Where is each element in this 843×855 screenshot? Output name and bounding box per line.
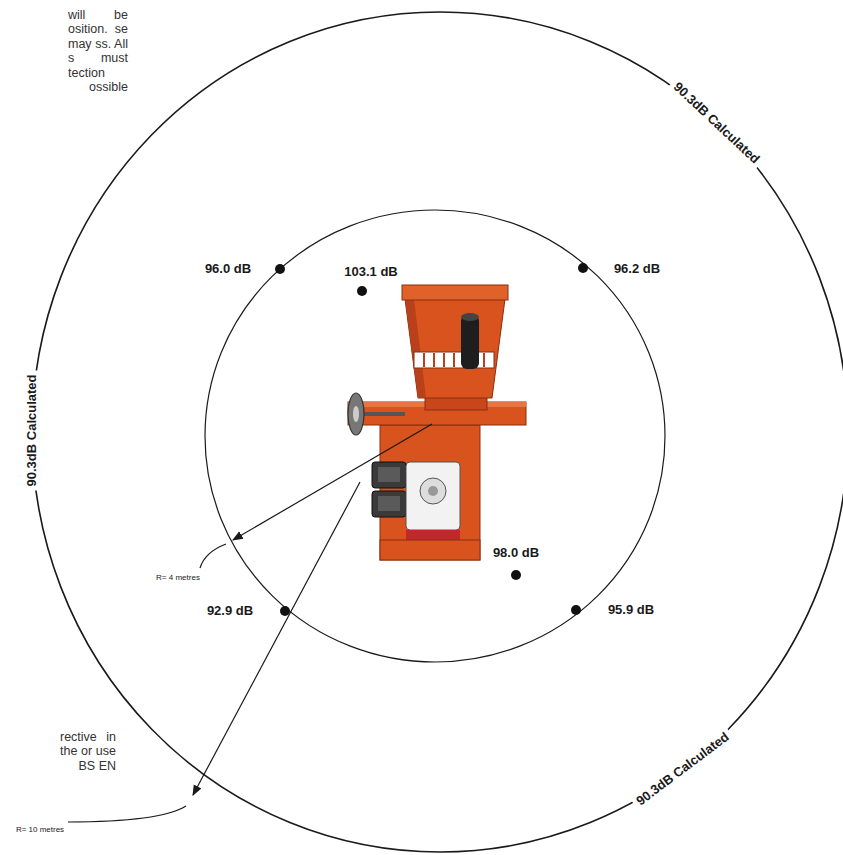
measured-level: 98.0 dB bbox=[493, 546, 539, 561]
grille-bar bbox=[483, 353, 485, 367]
calculated-level: 90.3dB Calculated bbox=[667, 77, 765, 170]
grille-bar bbox=[443, 353, 445, 367]
calculated-level: 90.3dB Calculated bbox=[25, 370, 40, 490]
grille-bar bbox=[453, 353, 455, 367]
measured-level: 92.9 dB bbox=[207, 604, 253, 619]
inner-circle bbox=[205, 210, 665, 662]
radius-label: R= 4 metres bbox=[156, 573, 200, 582]
cut-off-note: will be osition. se may ss. All s must t… bbox=[68, 8, 128, 94]
measurement-dots bbox=[275, 263, 588, 616]
measured-level: 96.0 dB bbox=[205, 262, 251, 277]
calculated-level: 90.3dB Calculated bbox=[631, 727, 736, 811]
cut-off-note: rective in the or use BS EN bbox=[60, 730, 116, 773]
radius-label: R= 10 metres bbox=[16, 825, 64, 834]
measured-level: 96.2 dB bbox=[614, 262, 660, 277]
measured-level: 103.1 dB bbox=[344, 265, 397, 280]
wood-chipper bbox=[348, 285, 526, 560]
measured-level: 95.9 dB bbox=[608, 603, 654, 618]
grille-bar bbox=[433, 353, 435, 367]
grille-bar bbox=[423, 353, 425, 367]
radius-arrows bbox=[68, 424, 432, 822]
outer-circle bbox=[32, 12, 843, 852]
